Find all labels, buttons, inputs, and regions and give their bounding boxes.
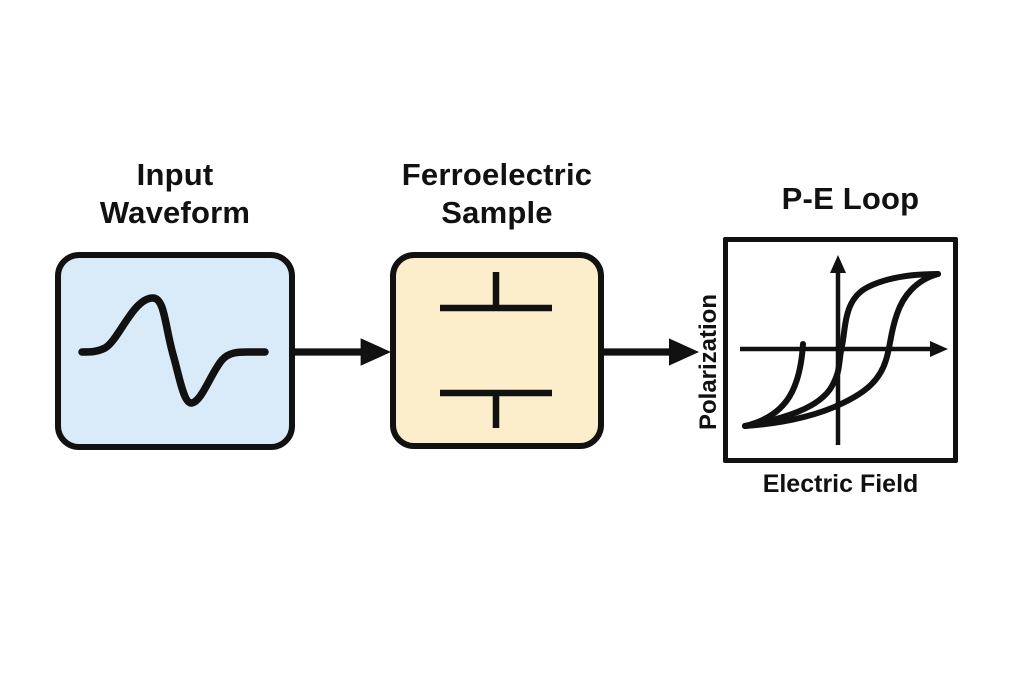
input-waveform-title-line1: Input <box>136 157 214 192</box>
x-axis-arrowhead-icon <box>930 341 948 357</box>
hysteresis-branch-center <box>742 271 941 429</box>
sine-pulse-waveform-icon <box>78 294 269 407</box>
ferroelectric-sample-title-line1: Ferroelectric <box>401 157 593 192</box>
capacitor-icon <box>440 272 552 428</box>
input-waveform-title: Input Waveform <box>15 156 335 232</box>
hysteresis-branch-right <box>742 271 941 429</box>
y-axis-arrowhead-icon <box>830 255 846 273</box>
arrow-right-icon <box>294 338 392 366</box>
input-waveform-node <box>55 252 295 450</box>
ferroelectric-sample-title-line2: Sample <box>441 195 553 230</box>
pe-loop-plot <box>723 237 958 463</box>
ferroelectric-sample-node <box>390 252 604 449</box>
hysteresis-branch-left <box>742 341 806 429</box>
polarization-axis-label: Polarization <box>695 293 722 431</box>
pe-loop-title: P-E Loop <box>781 181 920 216</box>
arrow-right-icon <box>603 338 700 366</box>
ferroelectric-sample-title: Ferroelectric Sample <box>337 156 657 232</box>
electric-field-axis-label: Electric Field <box>762 470 919 498</box>
hysteresis-loop-icon <box>740 255 948 445</box>
input-waveform-title-line2: Waveform <box>99 195 251 230</box>
